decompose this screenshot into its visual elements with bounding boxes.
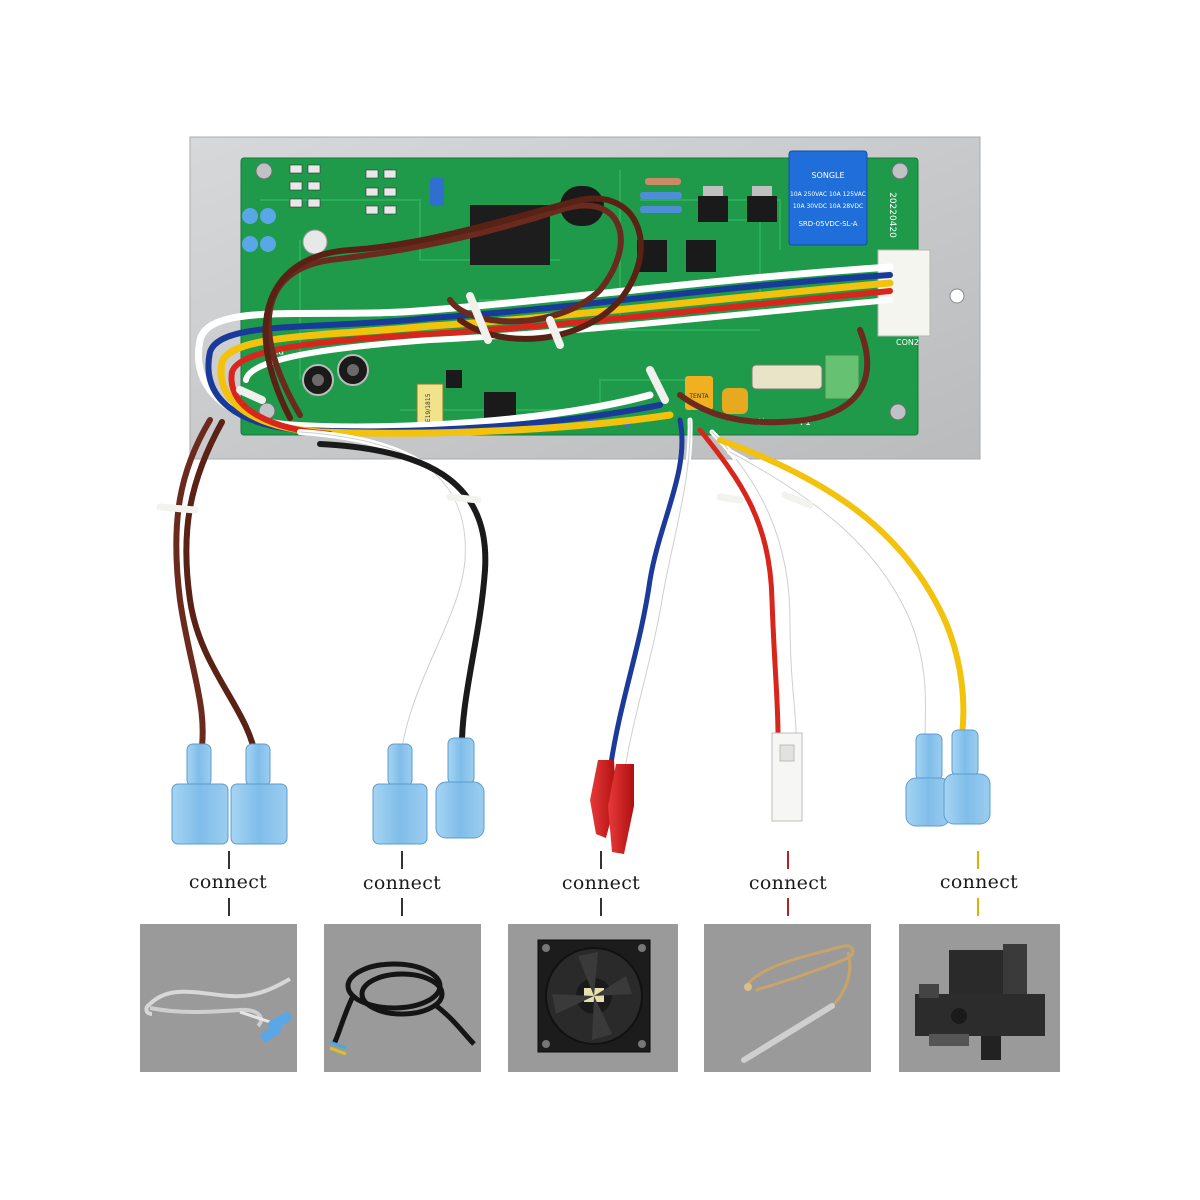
connect-label-igniter: connect	[362, 872, 442, 894]
white-plug-rtd	[771, 732, 803, 822]
con2-label: CON2	[896, 338, 919, 347]
wire-harness	[195, 195, 894, 437]
fuse	[751, 364, 823, 390]
connect-tick-top-1	[228, 851, 230, 869]
connect-tick-top-2	[401, 851, 403, 869]
connect-tick-bottom-1	[228, 898, 230, 916]
red-terminal-pair-fan	[590, 760, 634, 854]
fuse-label: F1	[800, 418, 811, 428]
blue-terminal-pair-igniter	[372, 737, 485, 845]
auger-motor-photo	[899, 924, 1060, 1072]
connect-tick-top-5	[977, 851, 979, 869]
connect-tick-top-3	[600, 851, 602, 869]
electrolytic-capacitors	[302, 229, 369, 396]
transformer-label: EE19/1815	[425, 393, 432, 426]
connect-label-fan: connect	[561, 872, 641, 894]
blue-terminal-pair-probe	[171, 743, 288, 845]
connect-label-rtd: connect	[748, 872, 828, 894]
relay-rating-text: 10A 250VAC 10A 125VAC	[790, 191, 866, 198]
igniter-photo	[324, 924, 481, 1072]
blue-terminal-pair-auger	[905, 729, 991, 827]
date-code-text: 20220420	[887, 192, 897, 238]
connect-tick-bottom-4	[787, 898, 789, 916]
connect-tick-bottom-2	[401, 898, 403, 916]
combustion-fan-photo	[508, 924, 678, 1072]
relay: SONGLE 10A 250VAC 10A 125VAC 10A 30VDC 1…	[788, 150, 868, 246]
connect-label-probe: connect	[188, 871, 268, 893]
hanging-leads	[156, 417, 967, 778]
connect-tick-bottom-3	[600, 898, 602, 916]
connect-label-auger: connect	[939, 871, 1019, 893]
relay-brand-text: SONGLE	[811, 171, 844, 180]
connect-tick-top-4	[787, 851, 789, 869]
connect-tick-bottom-5	[977, 898, 979, 916]
plate-mount-hole	[949, 288, 965, 304]
relay-rating-text-2: 10A 30VDC 10A 28VDC	[793, 203, 863, 210]
capacitor-label: TENTA	[688, 393, 709, 400]
temperature-probe-photo	[140, 924, 297, 1072]
rtd-temperature-sensor-photo	[704, 924, 871, 1072]
relay-model-text: SRD-05VDC-SL-A	[798, 220, 857, 228]
